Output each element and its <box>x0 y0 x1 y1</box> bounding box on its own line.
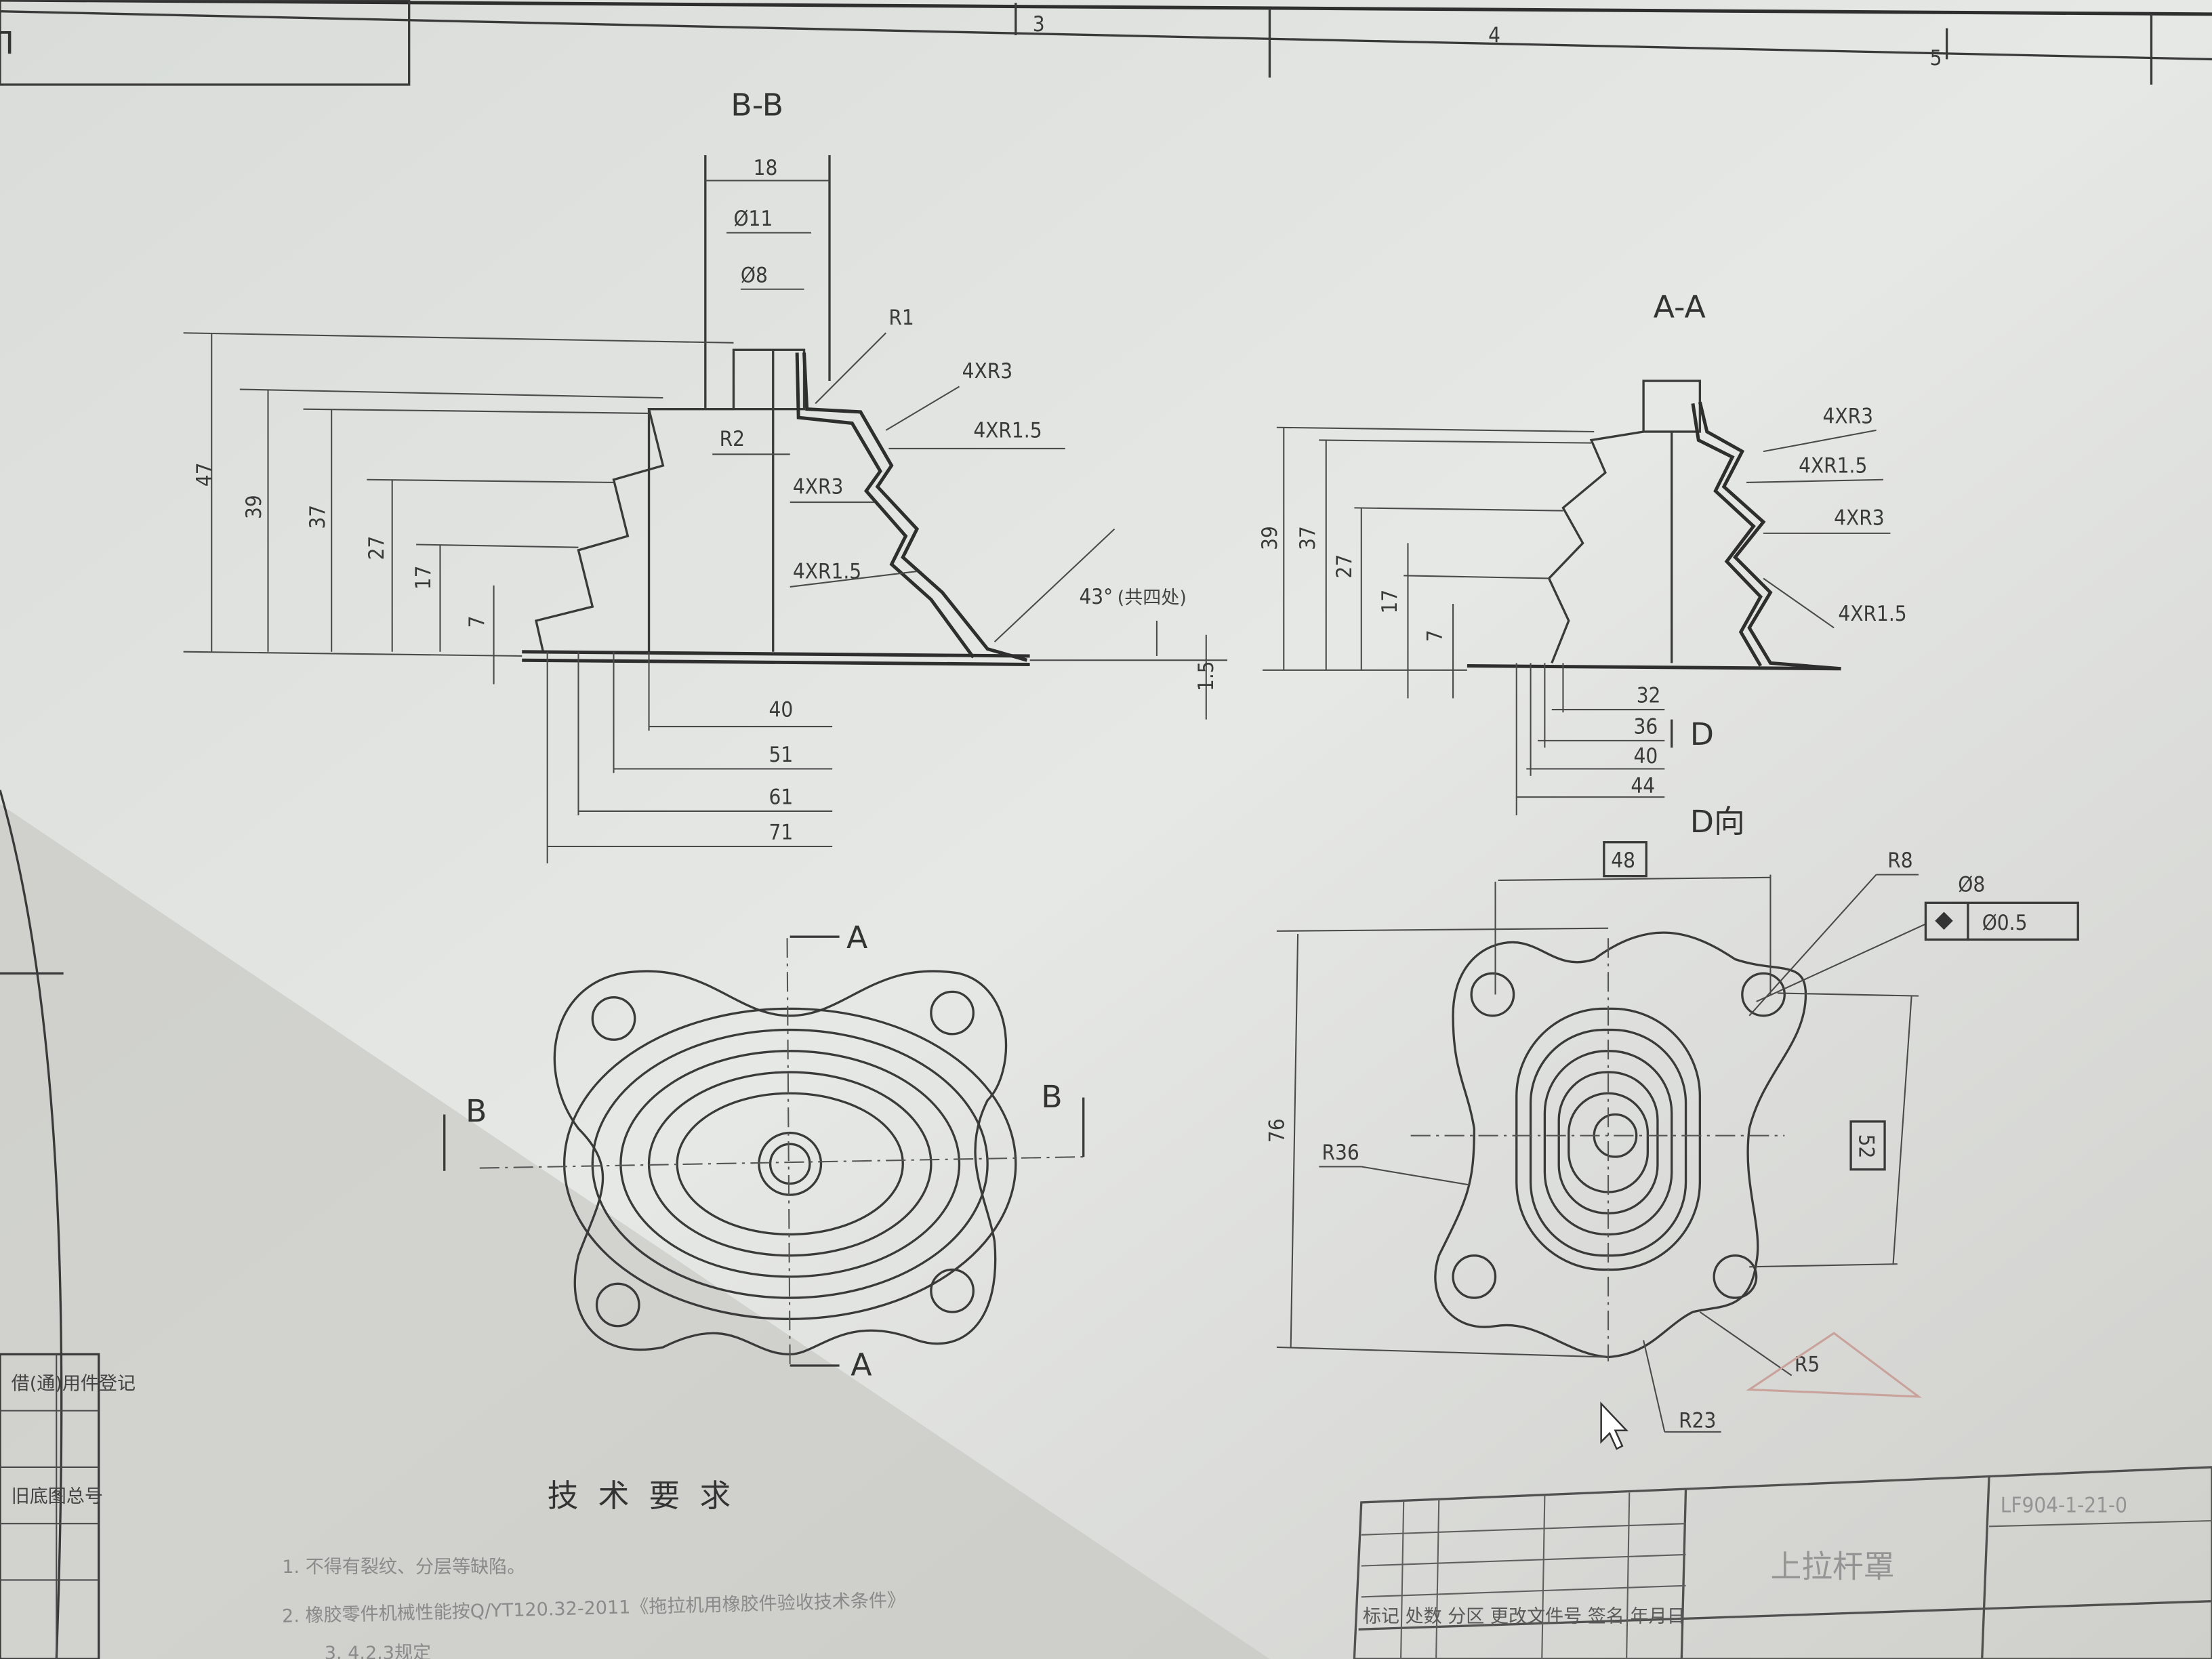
section-aa-title: A-A <box>1654 288 1706 325</box>
drawing-number: LF904-1-21-0 <box>2001 1494 2127 1518</box>
section-marker-b: B <box>1041 1078 1062 1115</box>
label-4xr1-5: 4XR1.5 <box>973 418 1042 443</box>
dim-diameter: 71 <box>769 821 793 845</box>
view-d: D向 48 R8 Ø8 Ø0.5 76 52 <box>1265 803 2079 1433</box>
title-block-header: 标记 处数 分区 更改文件号 签名 年月日 <box>1363 1606 1685 1627</box>
zone-number: 4 <box>1488 23 1500 47</box>
dim-width: 32 <box>1637 684 1661 708</box>
dim-diameter: 51 <box>769 743 793 767</box>
dim-height: 39 <box>242 495 266 519</box>
view-d-title: D向 <box>1690 803 1745 840</box>
zone-number: 3 <box>1033 12 1045 37</box>
dim-height: 27 <box>1332 554 1357 579</box>
label-4xr3: 4XR3 <box>793 475 843 499</box>
dim-height: 27 <box>365 536 389 560</box>
label-bottom-radius: R23 <box>1679 1409 1716 1433</box>
plan-view: A A B B <box>443 919 1086 1383</box>
tech-requirements-title: 技术要求 <box>548 1477 751 1514</box>
left-margin: 借(通)用件登记 旧底图总号 <box>0 790 136 1659</box>
dim-width: 18 <box>754 156 778 180</box>
section-bb-title: B-B <box>731 87 783 123</box>
section-marker-a: A <box>851 1347 872 1383</box>
section-bb-view: B-B 18 Ø11 Ø8 47 39 37 27 <box>183 87 1228 863</box>
section-marker-a: A <box>846 919 867 956</box>
zone-number: 5 <box>1930 46 1942 70</box>
position-tolerance-icon <box>1935 912 1953 930</box>
label-r2: R2 <box>720 427 745 451</box>
position-tolerance-value: Ø0.5 <box>1982 911 2028 935</box>
surface-roughness-symbol <box>1746 1332 1922 1398</box>
margin-label: 旧底图总号 <box>12 1486 103 1507</box>
dim-height: 39 <box>1258 526 1282 550</box>
dim-hole-spacing-x: 48 <box>1611 848 1635 873</box>
part-name: 上拉杆罩 <box>1770 1548 1894 1584</box>
dim-dia-inner: Ø8 <box>741 263 768 287</box>
label-hole-radius: R8 <box>1887 848 1912 873</box>
dim-hole-spacing-y: 52 <box>1854 1134 1879 1159</box>
dim-height: 17 <box>1378 590 1402 614</box>
label-angle-note: (共四处) <box>1118 588 1187 609</box>
dim-width: 36 <box>1634 714 1658 739</box>
section-aa-view: A-A 39 37 27 17 7 4XR3 4XR1.5 4XR3 4XR1.… <box>1258 288 1907 816</box>
dim-height: 7 <box>465 615 489 628</box>
mouse-cursor-icon <box>1600 1401 1629 1450</box>
margin-label: 借(通)用件登记 <box>12 1373 136 1394</box>
shadow-region <box>0 804 1270 1659</box>
dim-width: 40 <box>1634 744 1658 769</box>
label-4xr1-5: 4XR1.5 <box>1838 602 1906 626</box>
drawing-number-top: LF904-1-21-229- <box>0 24 14 60</box>
dim-height: 17 <box>411 565 436 590</box>
view-arrow-d: D <box>1690 716 1714 752</box>
tech-requirement-item: 1. 不得有裂纹、分层等缺陷。 <box>282 1557 525 1578</box>
label-4xr1-5: 4XR1.5 <box>793 559 861 583</box>
label-4xr3: 4XR3 <box>1822 404 1872 428</box>
top-border: 3 4 5 LF904-1-21-229- <box>0 0 2212 86</box>
dim-height: 37 <box>1296 526 1320 550</box>
label-angle: 43° <box>1079 585 1113 609</box>
label-4xr3: 4XR3 <box>1834 506 1884 530</box>
tech-requirement-item: 3. 4.2.3规定 <box>325 1643 431 1659</box>
dim-height: 37 <box>306 505 330 529</box>
section-marker-b: B <box>466 1092 487 1129</box>
label-4xr1-5: 4XR1.5 <box>1799 453 1867 478</box>
label-hole-dia: Ø8 <box>1958 873 1985 897</box>
dim-height: 47 <box>192 462 217 487</box>
title-block: 标记 处数 分区 更改文件号 签名 年月日 上拉杆罩 LF904-1-21-0 <box>1353 1466 2212 1659</box>
label-side-radius: R36 <box>1322 1141 1359 1165</box>
dim-height: 7 <box>1422 630 1447 642</box>
label-4xr3: 4XR3 <box>962 359 1012 384</box>
dim-dia-outer: Ø11 <box>733 207 773 231</box>
dim-diameter: 61 <box>769 785 793 810</box>
dim-width: 44 <box>1631 774 1655 798</box>
dim-overall-height: 76 <box>1265 1118 1289 1143</box>
dim-flange-thickness: 1.5 <box>1194 661 1218 691</box>
dim-diameter: 40 <box>769 697 793 722</box>
label-r1: R1 <box>888 306 914 330</box>
